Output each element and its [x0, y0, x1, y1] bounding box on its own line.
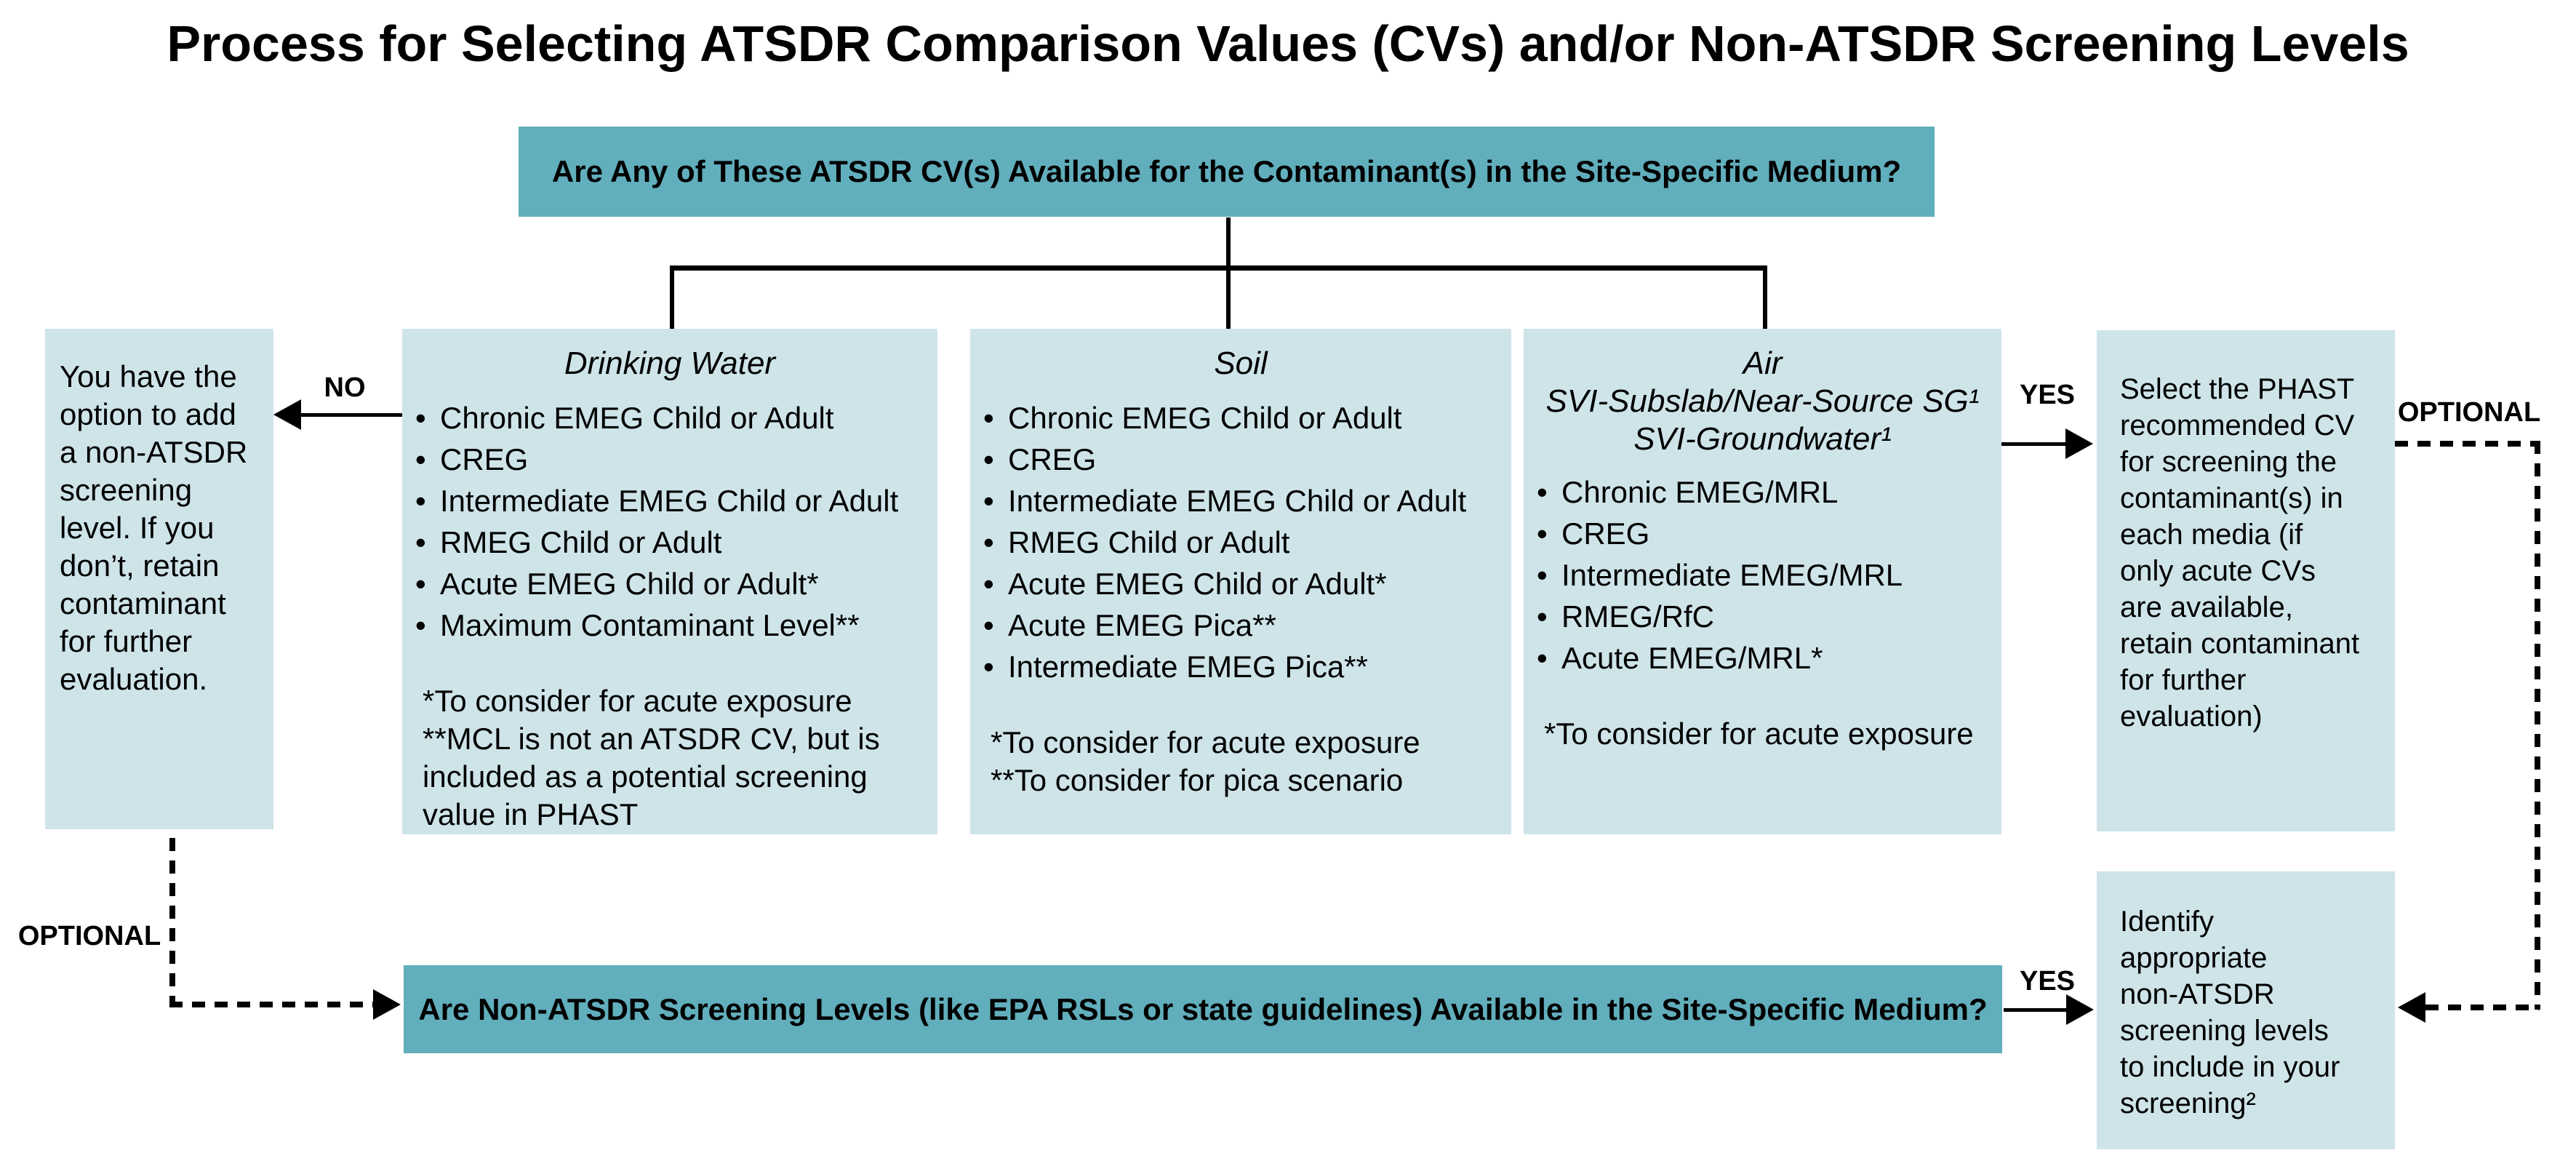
list-item: CREG — [1524, 513, 2001, 554]
list-item: RMEG Child or Adult — [970, 522, 1511, 563]
list-item: Acute EMEG Pica** — [970, 604, 1511, 646]
optional-left-dashed-line — [169, 1002, 373, 1007]
connector-drop-right-line — [1763, 265, 1767, 330]
air-subtitle: SVI-Groundwater¹ — [1633, 421, 1892, 457]
optional-right-dashed-line — [2425, 1005, 2539, 1010]
list-item: Acute EMEG Child or Adult* — [402, 563, 937, 604]
list-item: Chronic EMEG Child or Adult — [402, 397, 937, 439]
select-phast-cv-box: Select the PHAST recommended CV for scre… — [2097, 330, 2395, 831]
footnote: *To consider for acute exposure — [423, 684, 852, 718]
left-option-note-box: You have the option to add a non-ATSDR s… — [45, 329, 273, 829]
top-question-text: Are Any of These ATSDR CV(s) Available f… — [551, 154, 1902, 188]
optional-right-dashed-line — [2535, 441, 2540, 1010]
identify-screening-levels-box: Identify appropriate non-ATSDR screening… — [2097, 871, 2395, 1149]
air-box: Air SVI-Subslab/Near-Source SG¹ SVI-Grou… — [1524, 329, 2001, 834]
connector-drop-left-line — [670, 265, 674, 330]
list-item: Intermediate EMEG Child or Adult — [402, 480, 937, 522]
list-item: Intermediate EMEG/MRL — [1524, 554, 2001, 596]
optional-right-dashed-line — [2395, 441, 2539, 447]
list-item: Intermediate EMEG Pica** — [970, 646, 1511, 687]
list-item: Intermediate EMEG Child or Adult — [970, 480, 1511, 522]
list-item: Maximum Contaminant Level** — [402, 604, 937, 646]
connector-stem-line — [1226, 217, 1231, 330]
no-arrow-shaft — [297, 413, 402, 417]
optional-left-label: OPTIONAL — [17, 921, 161, 951]
air-subtitle: SVI-Subslab/Near-Source SG¹ — [1545, 383, 1980, 419]
yes-top-arrow-head-icon — [2065, 428, 2093, 459]
air-footnotes: *To consider for acute exposure — [1524, 715, 2001, 753]
drinking-water-footnotes: *To consider for acute exposure **MCL is… — [402, 682, 937, 834]
bottom-question-box: Are Non-ATSDR Screening Levels (like EPA… — [404, 965, 2002, 1053]
footnote: **To consider for pica scenario — [991, 763, 1404, 797]
air-list: Chronic EMEG/MRL CREG Intermediate EMEG/… — [1524, 471, 2001, 679]
bottom-question-text: Are Non-ATSDR Screening Levels (like EPA… — [418, 991, 1988, 1026]
yes-top-arrow-shaft — [2001, 442, 2067, 446]
drinking-water-box: Drinking Water Chronic EMEG Child or Adu… — [402, 329, 937, 834]
drinking-water-title: Drinking Water — [564, 346, 776, 381]
yes-bottom-label: YES — [2019, 966, 2076, 997]
no-arrow-head-icon — [273, 399, 301, 430]
footnote: *To consider for acute exposure — [1544, 716, 1974, 751]
list-item: Chronic EMEG/MRL — [1524, 471, 2001, 513]
no-label: NO — [324, 372, 366, 403]
yes-top-label: YES — [2019, 380, 2076, 410]
air-title-block: Air SVI-Subslab/Near-Source SG¹ SVI-Grou… — [1524, 345, 2001, 458]
soil-title: Soil — [1214, 346, 1268, 381]
soil-box: Soil Chronic EMEG Child or Adult CREG In… — [970, 329, 1511, 834]
top-question-box: Are Any of These ATSDR CV(s) Available f… — [519, 127, 1935, 217]
soil-list: Chronic EMEG Child or Adult CREG Interme… — [970, 397, 1511, 687]
list-item: CREG — [402, 439, 937, 480]
optional-right-arrow-head-icon — [2398, 992, 2425, 1023]
footnote: *To consider for acute exposure — [991, 725, 1420, 759]
diagram-title: Process for Selecting ATSDR Comparison V… — [167, 15, 2409, 72]
yes-bottom-arrow-shaft — [2004, 1008, 2068, 1012]
drinking-water-list: Chronic EMEG Child or Adult CREG Interme… — [402, 397, 937, 646]
soil-footnotes: *To consider for acute exposure **To con… — [970, 724, 1511, 799]
list-item: Acute EMEG/MRL* — [1524, 637, 2001, 679]
list-item: Chronic EMEG Child or Adult — [970, 397, 1511, 439]
optional-right-label: OPTIONAL — [2397, 397, 2541, 428]
list-item: CREG — [970, 439, 1511, 480]
air-title: Air — [1743, 346, 1783, 381]
optional-left-arrow-head-icon — [373, 989, 401, 1020]
list-item: RMEG/RfC — [1524, 596, 2001, 637]
optional-left-dashed-line — [169, 838, 175, 1004]
footnote: **MCL is not an ATSDR CV, but is include… — [423, 722, 880, 831]
yes-bottom-arrow-head-icon — [2066, 994, 2094, 1025]
connector-cross-line — [670, 265, 1767, 271]
list-item: Acute EMEG Child or Adult* — [970, 563, 1511, 604]
list-item: RMEG Child or Adult — [402, 522, 937, 563]
